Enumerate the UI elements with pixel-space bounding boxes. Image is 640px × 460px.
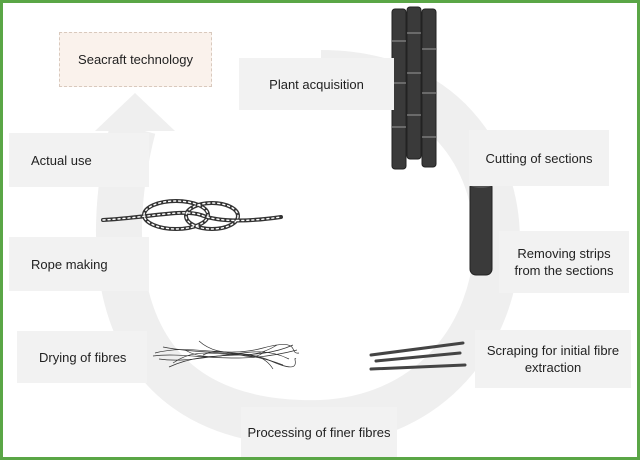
step-cutting-of-sections: Cutting of sections [469, 130, 609, 186]
step-processing-finer-fibres: Processing of finer fibres [241, 407, 397, 457]
step-scraping: Scraping for initial fibre extraction [475, 330, 631, 388]
step-actual-use: Actual use [9, 133, 149, 187]
cycle-arrow-track [95, 50, 520, 447]
bamboo-stalks-icon [391, 6, 437, 170]
fibre-strips-icon [369, 341, 467, 371]
tangled-fibres-icon [152, 340, 300, 370]
step-drying-of-fibres: Drying of fibres [17, 331, 147, 383]
cut-section-cylinder-icon [469, 180, 493, 276]
step-plant-acquisition: Plant acquisition [239, 58, 394, 110]
rope-knot-icon [101, 199, 283, 231]
step-rope-making: Rope making [9, 237, 149, 291]
cycle-arrow-head [95, 93, 175, 131]
step-removing-strips: Removing strips from the sections [499, 231, 629, 293]
seacraft-technology-box: Seacraft technology [59, 32, 212, 87]
